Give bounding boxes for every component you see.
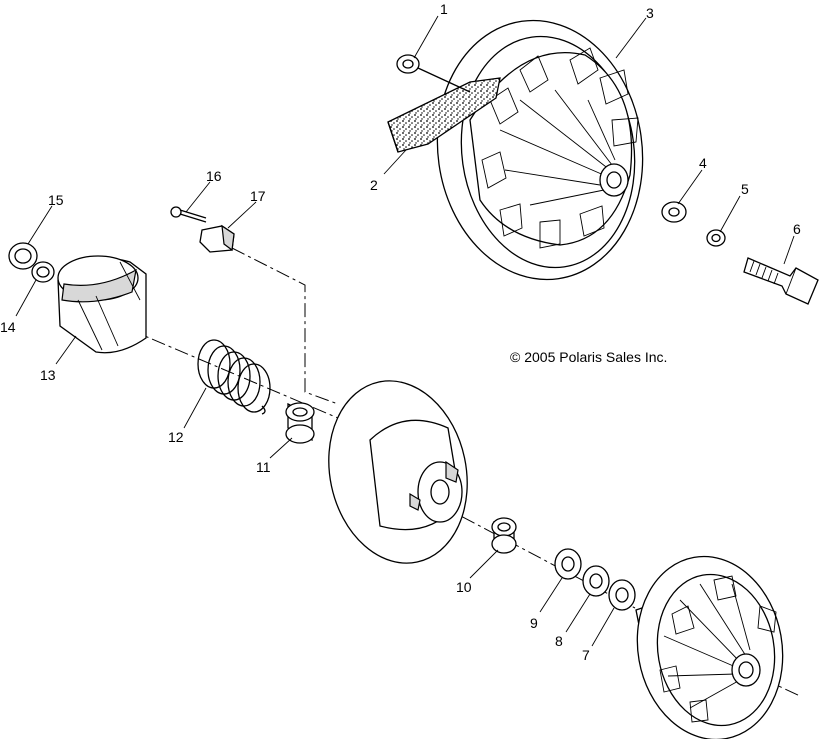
part-10-bushing	[491, 517, 517, 554]
callout-9: 9	[530, 615, 538, 631]
callout-2: 2	[370, 177, 378, 193]
callout-5: 5	[741, 181, 749, 197]
callout-10: 10	[456, 579, 472, 595]
part-11-bushing	[285, 402, 315, 444]
callout-3: 3	[646, 5, 654, 21]
callout-17: 17	[250, 188, 266, 204]
fixed-sheave	[635, 555, 784, 739]
callout-15: 15	[48, 192, 64, 208]
part-14-washer	[31, 261, 55, 283]
callout-4: 4	[699, 155, 707, 171]
callout-12: 12	[168, 429, 184, 445]
callout-11: 11	[256, 459, 271, 475]
callout-labels: 1 2 3 4 5 6 7 8 9 10 11 12 13 14 15 16 1…	[0, 1, 801, 663]
leader-lines	[15, 15, 795, 647]
moveable-sheave	[328, 380, 468, 564]
part-12-spring	[197, 339, 271, 415]
part-1-washer	[396, 54, 471, 93]
callout-1: 1	[440, 1, 448, 17]
part-2-belt	[387, 77, 501, 153]
part-5-lockwasher	[706, 229, 726, 247]
callout-13: 13	[40, 367, 56, 383]
callout-7: 7	[582, 647, 590, 663]
part-17-weight	[199, 224, 235, 253]
part-3-sheave	[436, 19, 644, 281]
part-8-washer	[582, 565, 610, 597]
part-13-helix	[57, 255, 147, 354]
callout-16: 16	[206, 168, 222, 184]
part-16-screw	[170, 206, 207, 223]
part-9-washer	[554, 548, 582, 580]
callout-6: 6	[793, 221, 801, 237]
part-4-washer	[661, 201, 687, 223]
callout-14: 14	[0, 319, 16, 335]
callout-8: 8	[555, 633, 563, 649]
copyright-notice: © 2005 Polaris Sales Inc.	[510, 349, 667, 365]
part-7-washer	[608, 579, 636, 611]
part-15-clip	[8, 242, 38, 270]
part-6-bolt	[743, 257, 819, 305]
